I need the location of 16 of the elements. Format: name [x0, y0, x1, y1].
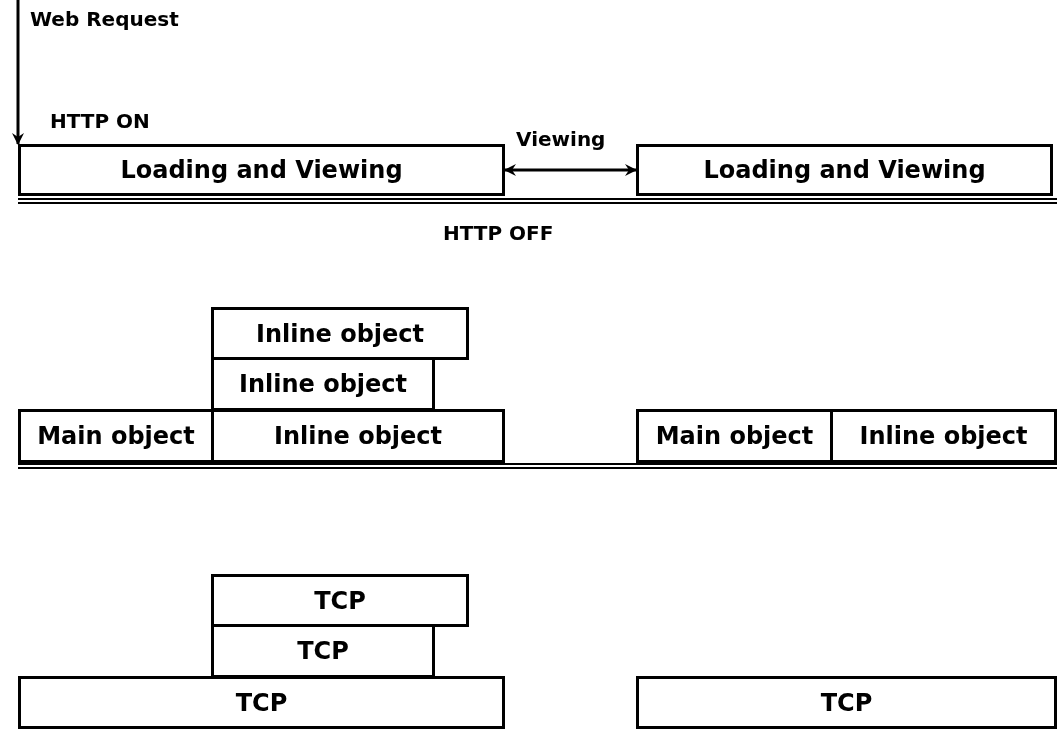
- process-box: Inline object: [830, 409, 1057, 463]
- process-box: Main object: [636, 409, 833, 463]
- process-box: Loading and Viewing: [636, 144, 1053, 196]
- process-box: TCP: [636, 676, 1057, 729]
- process-box: Main object: [18, 409, 214, 463]
- edge-label: Viewing: [516, 128, 606, 150]
- process-box: TCP: [211, 624, 435, 678]
- arrow: [12, 0, 24, 145]
- process-box: Inline object: [211, 307, 469, 360]
- process-box: TCP: [18, 676, 505, 729]
- process-box: Loading and Viewing: [18, 144, 505, 196]
- arrow: [504, 164, 637, 176]
- process-box: Inline object: [211, 357, 435, 411]
- process-box: TCP: [211, 574, 469, 627]
- edge-label: Web Request: [30, 8, 179, 30]
- process-box: Inline object: [211, 409, 505, 463]
